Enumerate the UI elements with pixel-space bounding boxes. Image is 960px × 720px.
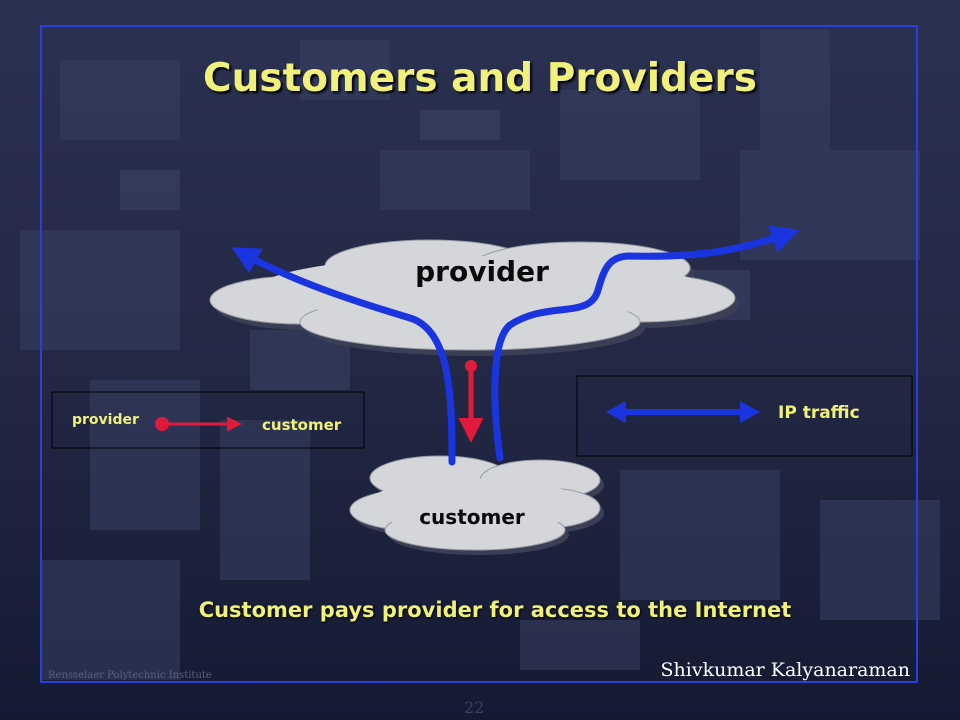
author-name: Shivkumar Kalyanaraman xyxy=(660,659,911,681)
provider-cloud-label: provider xyxy=(415,255,549,288)
ip-traffic-path-right xyxy=(491,225,800,462)
legend-traffic-label: IP traffic xyxy=(778,403,860,423)
legend-traffic xyxy=(576,375,913,457)
legend-payment-to-label: customer xyxy=(262,416,342,434)
customer-cloud xyxy=(349,455,604,555)
slide-frame xyxy=(40,25,918,683)
legend-payment-from-label: provider xyxy=(72,412,139,428)
legend-payment xyxy=(51,391,365,449)
footer-statement: Customer pays provider for access to the… xyxy=(198,598,792,622)
slide-title: Customers and Providers xyxy=(203,56,757,101)
ip-traffic-path-left xyxy=(231,247,456,466)
provider-cloud xyxy=(209,239,740,356)
customer-cloud-label: customer xyxy=(419,505,525,529)
institute-name: Rensselaer Polytechnic Institute xyxy=(48,670,212,681)
payment-arrow xyxy=(458,360,484,443)
page-number: 22 xyxy=(464,698,485,717)
